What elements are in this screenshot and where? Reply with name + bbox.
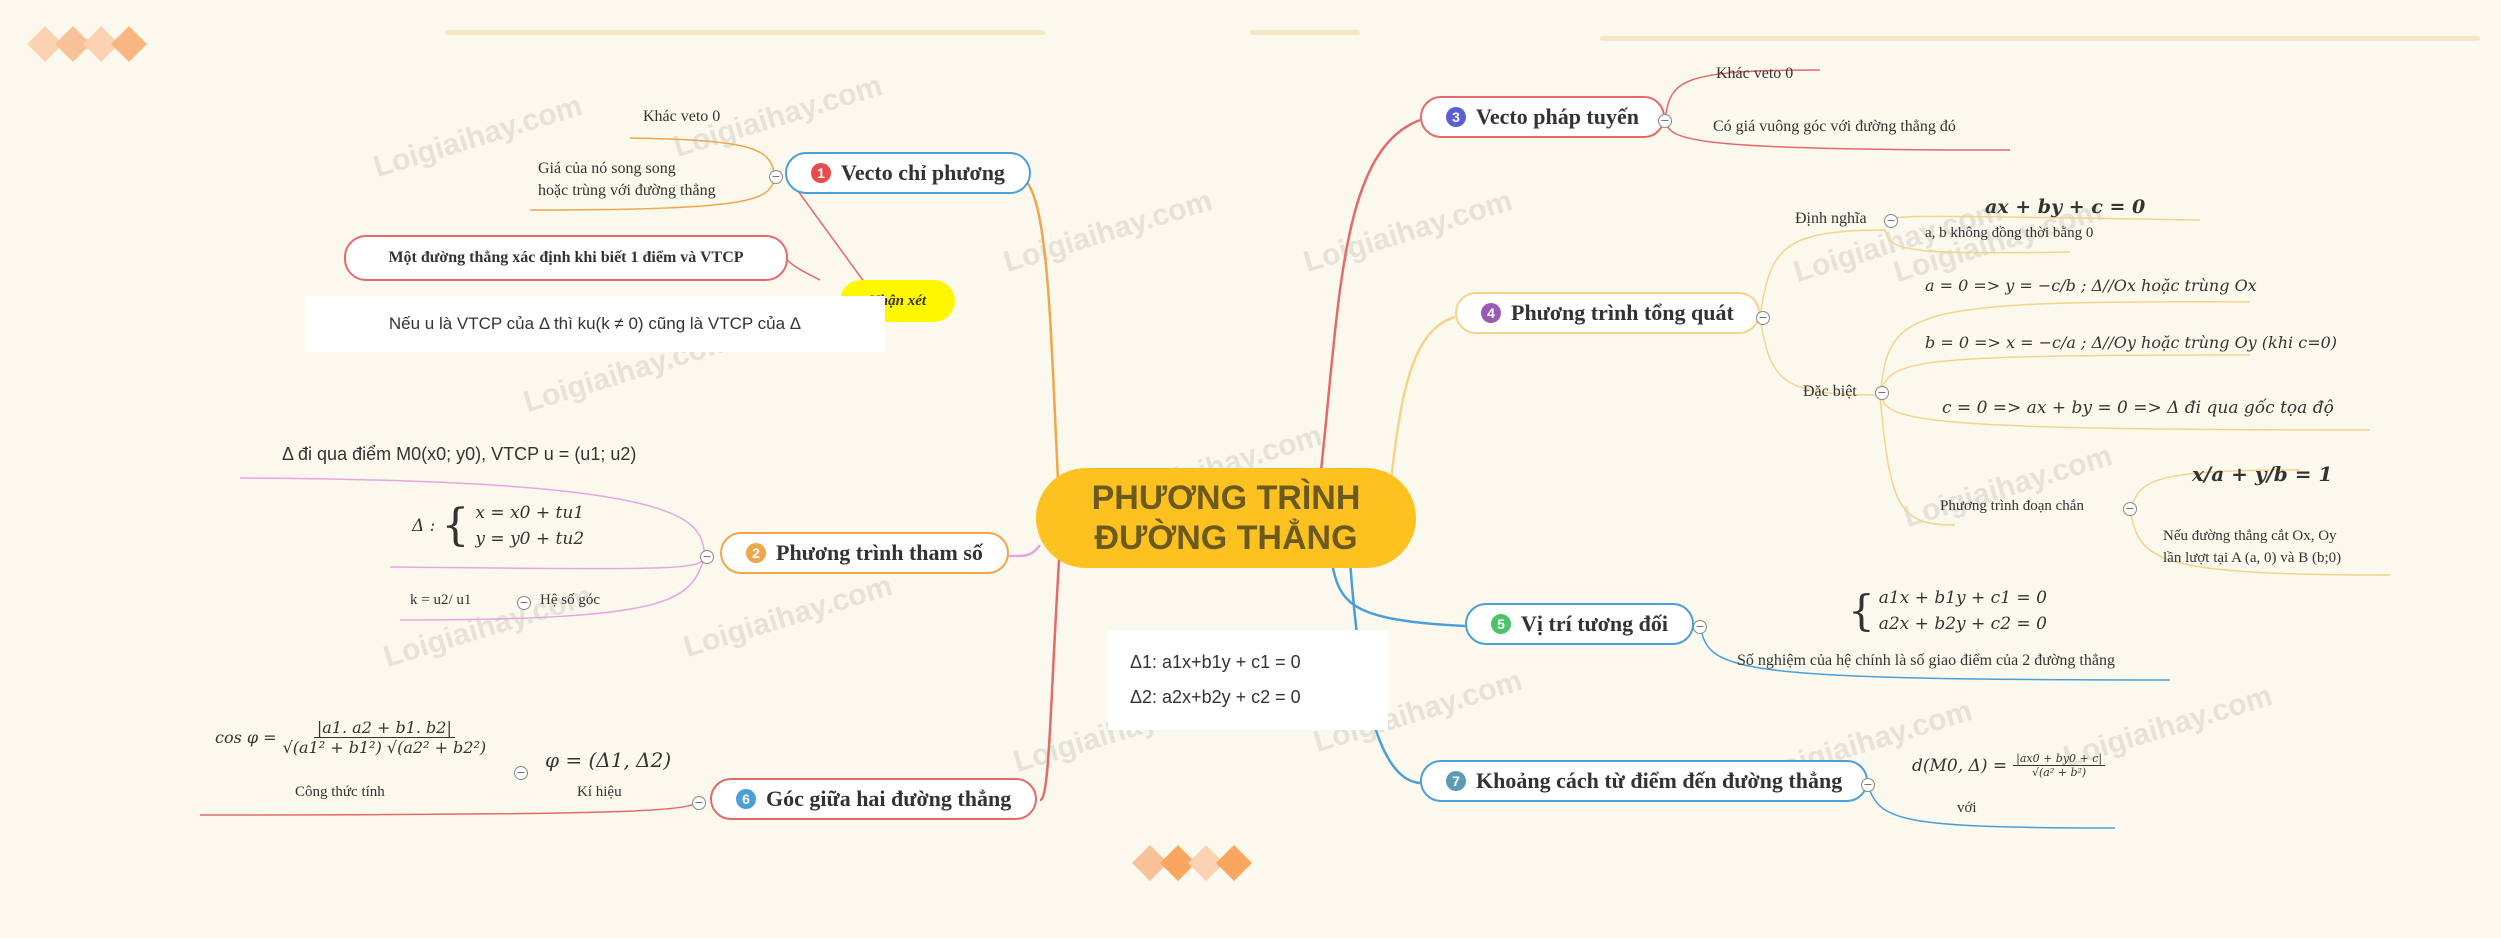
distance-denominator: √(a² + b²) <box>2032 766 2087 779</box>
central-topic-line2: ĐƯỜNG THẲNG <box>1094 519 1358 557</box>
doan-chan-label: Phương trình đoạn chắn <box>1940 498 2084 514</box>
collapse-toggle-icon[interactable]: − <box>769 170 783 184</box>
cos-numerator: |a1. a2 + b1. b2| <box>313 718 455 738</box>
line-delta-2: Δ2: a2x+b2y + c2 = 0 <box>1130 687 1301 707</box>
branch-title: Vecto chỉ phương <box>841 160 1005 185</box>
brace-icon: { <box>1848 586 1875 635</box>
branch-vecto-phap-tuyen[interactable]: 3 Vecto pháp tuyến <box>1420 96 1665 138</box>
intercept-equation: x/a + y/b = 1 <box>2192 462 2333 486</box>
collapse-toggle-icon[interactable]: − <box>1756 311 1770 325</box>
decor-diamonds-top <box>27 26 147 62</box>
branch-number-badge: 5 <box>1491 614 1511 634</box>
special-case-c0: c = 0 => ax + by = 0 => Δ đi qua gốc tọa… <box>1942 398 2334 418</box>
branch-title: Vị trí tương đối <box>1521 611 1668 636</box>
collapse-toggle-icon[interactable]: − <box>1875 386 1889 400</box>
collapse-toggle-icon[interactable]: − <box>692 796 706 810</box>
distance-formula: d(M0, Δ) = |ax0 + by0 + c| √(a² + b²) <box>1912 752 2106 779</box>
branch-number-badge: 6 <box>736 789 756 809</box>
nhan-xet-note-2[interactable]: Nếu u là VTCP của Δ thì ku(k ≠ 0) cũng l… <box>305 296 885 352</box>
branch-number-badge: 1 <box>811 163 831 183</box>
vtcp-gia-line2: hoặc trùng với đường thẳng <box>538 182 716 199</box>
branch-phuong-trinh-tong-quat[interactable]: 4 Phương trình tổng quát <box>1455 292 1760 334</box>
collapse-toggle-icon[interactable]: − <box>514 766 528 780</box>
branch-vi-tri-tuong-doi[interactable]: 5 Vị trí tương đối <box>1465 603 1694 645</box>
system-eq-2: y = y0 + tu2 <box>475 529 585 549</box>
collapse-toggle-icon[interactable]: − <box>517 596 531 610</box>
decor-diamonds-bottom <box>1132 845 1252 881</box>
phi-notation: φ = (Δ1, Δ2) <box>545 748 672 772</box>
collapse-toggle-icon[interactable]: − <box>1884 214 1898 228</box>
decor-stripe <box>1250 30 1360 35</box>
line-delta-1: Δ1: a1x+b1y + c1 = 0 <box>1130 652 1301 672</box>
cos-phi-formula: cos φ = |a1. a2 + b1. b2| √(a1² + b1²) √… <box>215 718 486 757</box>
collapse-toggle-icon[interactable]: − <box>2123 502 2137 516</box>
nhan-xet-note-2-text: Nếu u là VTCP của Δ thì ku(k ≠ 0) cũng l… <box>388 314 802 333</box>
vtcp-khac-veto: Khác veto 0 <box>643 108 721 125</box>
branch-number-badge: 7 <box>1446 771 1466 791</box>
branch-title: Phương trình tham số <box>776 540 983 565</box>
branch-number-badge: 3 <box>1446 107 1466 127</box>
special-case-b0: b = 0 => x = −c/a ; Δ//Oy hoặc trùng Oy … <box>1925 333 2338 352</box>
collapse-toggle-icon[interactable]: − <box>1693 620 1707 634</box>
system-eq-1: a1x + b1y + c1 = 0 <box>1878 588 2047 608</box>
central-topic-line1: PHƯƠNG TRÌNH <box>1091 479 1361 517</box>
decor-stripe <box>445 30 1045 35</box>
nhan-xet-note-1-text: Một đường thẳng xác định khi biết 1 điểm… <box>388 249 744 266</box>
branch-phuong-trinh-tham-so[interactable]: 2 Phương trình tham số <box>720 532 1009 574</box>
doan-chan-note-2: lần lượt tại A (a, 0) và B (b;0) <box>2163 550 2342 566</box>
distance-voi: với <box>1957 800 1977 816</box>
dac-biet-label: Đặc biệt <box>1803 383 1857 400</box>
nhan-xet-note-1[interactable]: Một đường thẳng xác định khi biết 1 điểm… <box>344 235 788 281</box>
two-lines-equations: Δ1: a1x+b1y + c1 = 0 Δ2: a2x+b2y + c2 = … <box>1108 630 1388 730</box>
relative-position-note: Số nghiệm của hệ chính là số giao điểm c… <box>1737 652 2115 669</box>
he-so-goc-label: Hệ số góc <box>540 592 600 608</box>
branch-title: Góc giữa hai đường thẳng <box>766 786 1012 811</box>
doan-chan-note-1: Nếu đường thẳng cắt Ox, Oy <box>2163 528 2337 544</box>
cong-thuc-tinh-label: Công thức tính <box>295 784 385 800</box>
general-equation: ax + by + c = 0 <box>1985 196 2146 218</box>
relative-position-system: { a1x + b1y + c1 = 0 a2x + b2y + c2 = 0 <box>1848 585 2047 637</box>
branch-title: Vecto pháp tuyến <box>1476 104 1639 129</box>
collapse-toggle-icon[interactable]: − <box>1861 778 1875 792</box>
pt-tham-so-dieu-kien: Δ đi qua điểm M0(x0; y0), VTCP u = (u1; … <box>282 444 637 464</box>
branch-goc-giua-hai-duong-thang[interactable]: 6 Góc giữa hai đường thẳng <box>710 778 1038 820</box>
pt-tham-so-system: Δ : { x = x0 + tu1 y = y0 + tu2 <box>412 500 584 552</box>
cos-denominator: √(a1² + b1²) √(a2² + b2²) <box>282 738 487 757</box>
branch-title: Phương trình tổng quát <box>1511 300 1734 325</box>
collapse-toggle-icon[interactable]: − <box>700 550 714 564</box>
cos-lhs: cos φ = <box>215 728 277 747</box>
system-eq-2: a2x + b2y + c2 = 0 <box>1878 614 2047 634</box>
distance-lhs: d(M0, Δ) = <box>1912 755 2008 776</box>
system-prefix: Δ : <box>412 516 436 536</box>
branch-title: Khoảng cách từ điểm đến đường thẳng <box>1476 768 1843 793</box>
dinh-nghia-label: Định nghĩa <box>1795 210 1867 227</box>
branch-vecto-chi-phuong[interactable]: 1 Vecto chỉ phương <box>785 152 1031 194</box>
general-equation-note: a, b không đồng thời bằng 0 <box>1925 225 2094 241</box>
vtpt-gia-vuong-goc: Có giá vuông góc với đường thẳng đó <box>1713 118 1956 135</box>
brace-icon: { <box>441 500 470 551</box>
branch-number-badge: 2 <box>746 543 766 563</box>
system-eq-1: x = x0 + tu1 <box>475 503 585 523</box>
vtcp-gia-line1: Giá của nó song song <box>538 160 676 177</box>
central-topic[interactable]: PHƯƠNG TRÌNH ĐƯỜNG THẲNG <box>1036 468 1416 568</box>
special-case-a0: a = 0 => y = −c/b ; Δ//Ox hoặc trùng Ox <box>1925 276 2257 295</box>
collapse-toggle-icon[interactable]: − <box>1658 114 1672 128</box>
he-so-goc-formula: k = u2/ u1 <box>410 592 472 608</box>
distance-numerator: |ax0 + by0 + c| <box>2013 752 2106 766</box>
decor-stripe <box>1600 36 2480 41</box>
branch-number-badge: 4 <box>1481 303 1501 323</box>
ki-hieu-label: Kí hiệu <box>577 784 622 800</box>
branch-khoang-cach[interactable]: 7 Khoảng cách từ điểm đến đường thẳng <box>1420 760 1869 802</box>
vtpt-khac-veto: Khác veto 0 <box>1716 65 1794 82</box>
